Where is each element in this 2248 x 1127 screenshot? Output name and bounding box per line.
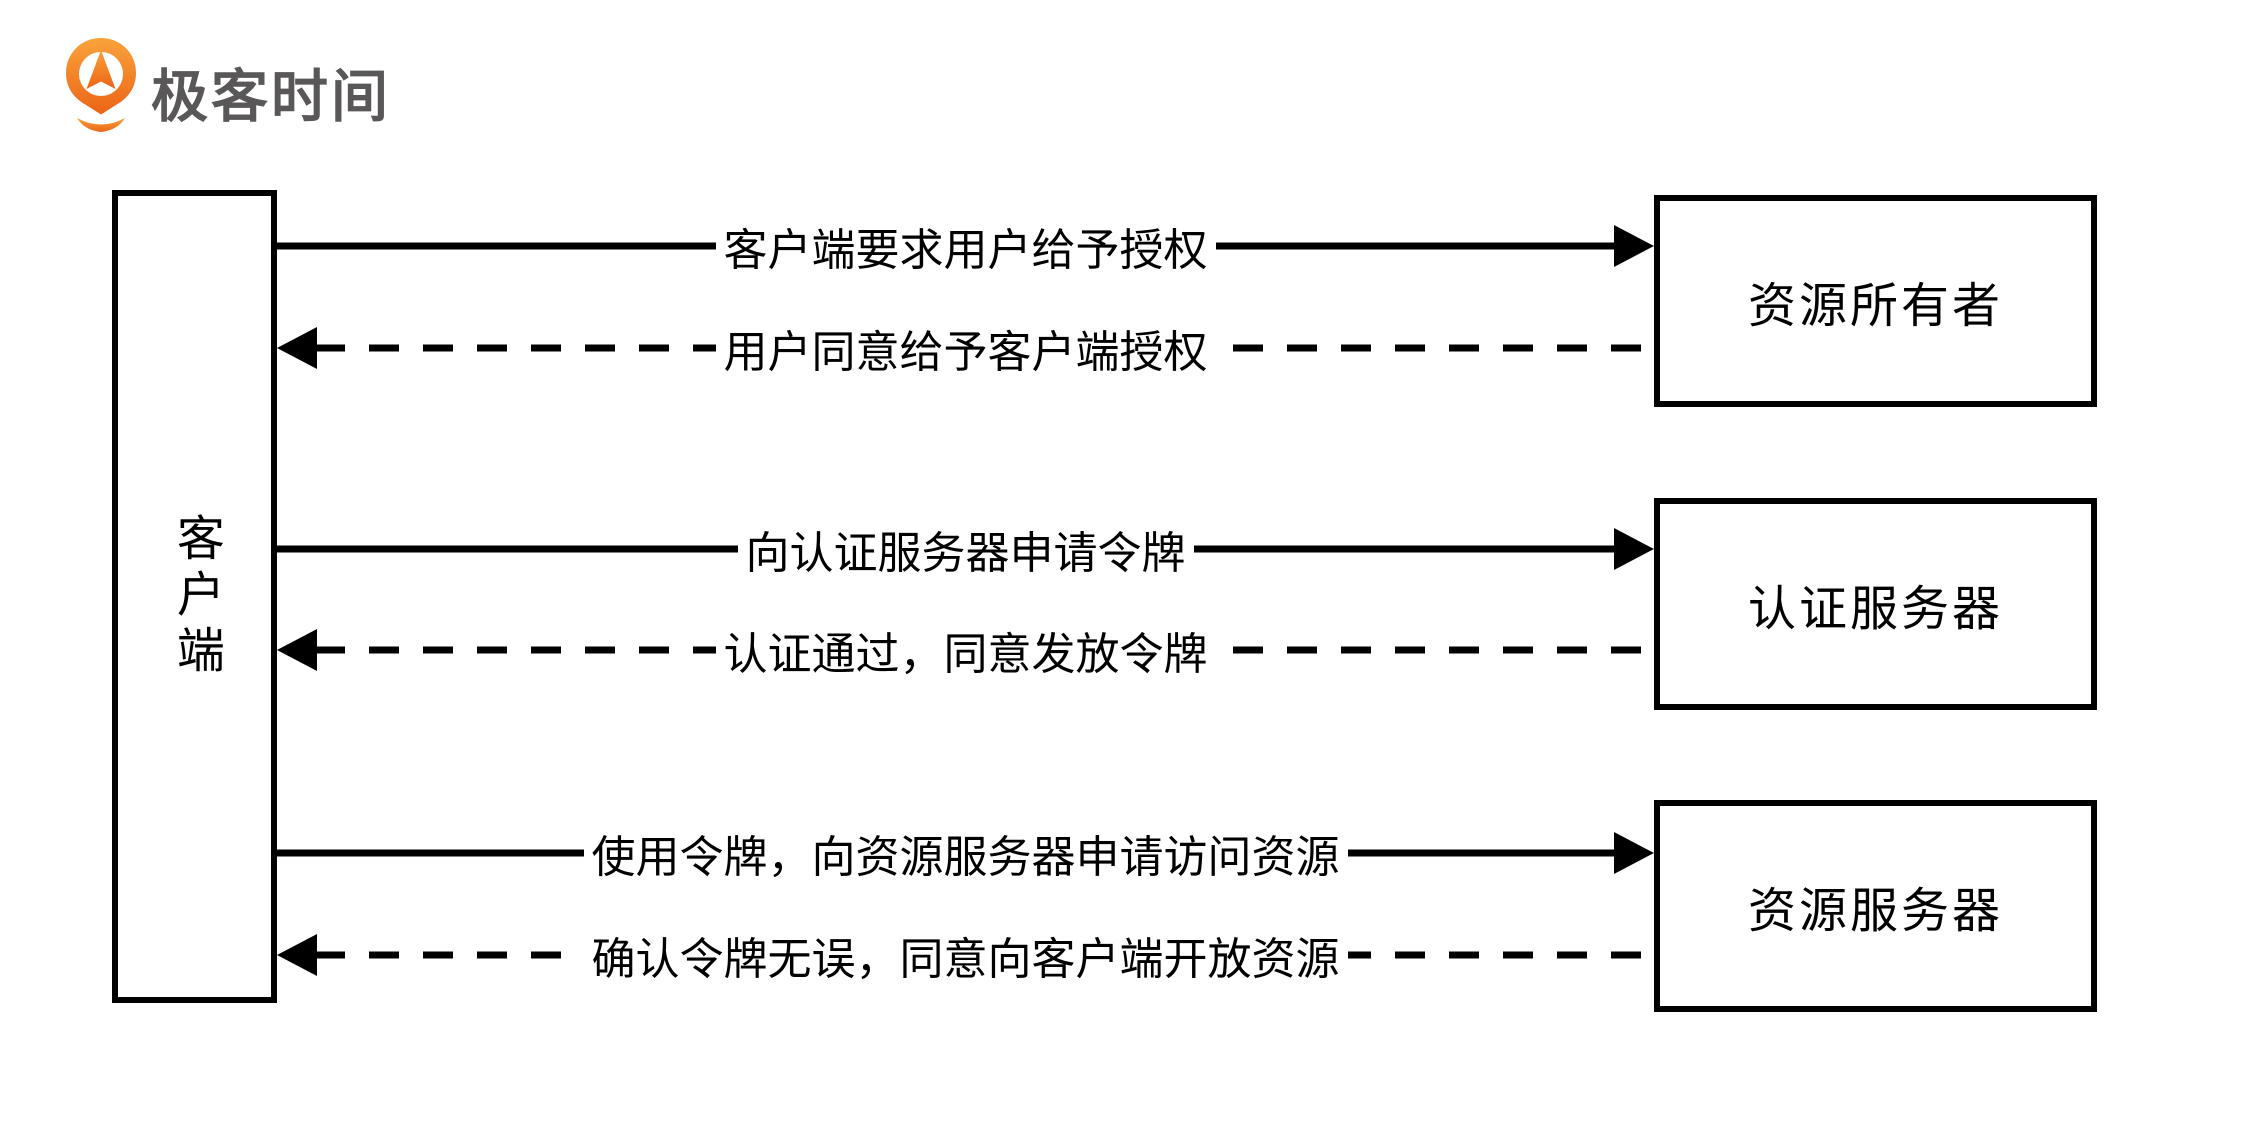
auth-server-label: 认证服务器 (1747, 583, 2003, 636)
client-box-label: 客户端 (168, 512, 222, 681)
resource-server-box: 资源服务器 (1654, 800, 2097, 1012)
arrowhead-left-icon (277, 934, 317, 976)
flow1-request-label: 客户端要求用户给予授权 (715, 214, 1216, 278)
flow2-request-arrow: 向认证服务器申请令牌 (277, 517, 1654, 581)
arrowhead-right-icon (1614, 528, 1654, 570)
brand-name: 极客时间 (151, 64, 391, 129)
flow1-request-arrow: 客户端要求用户给予授权 (277, 214, 1654, 278)
resource-owner-label: 资源所有者 (1747, 280, 2003, 333)
brand-logo: 极客时间 (63, 36, 391, 141)
flow3-response-arrow: 确认令牌无误，同意向客户端开放资源 (277, 923, 1654, 987)
resource-server-label: 资源服务器 (1747, 885, 2003, 938)
flow1-response-label: 用户同意给予客户端授权 (715, 316, 1216, 380)
arrowhead-right-icon (1614, 225, 1654, 267)
arrowhead-left-icon (277, 327, 317, 369)
auth-server-box: 认证服务器 (1654, 498, 2097, 710)
flow2-request-label: 向认证服务器申请令牌 (737, 517, 1194, 581)
flow3-request-arrow: 使用令牌，向资源服务器申请访问资源 (277, 821, 1654, 885)
geektime-pin-icon (63, 36, 139, 141)
arrowhead-left-icon (277, 629, 317, 671)
client-box: 客户端 (112, 190, 277, 1003)
resource-owner-box: 资源所有者 (1654, 195, 2097, 407)
flow3-response-label: 确认令牌无误，同意向客户端开放资源 (583, 923, 1348, 987)
flow2-response-label: 认证通过，同意发放令牌 (715, 618, 1216, 682)
flow2-response-arrow: 认证通过，同意发放令牌 (277, 618, 1654, 682)
arrowhead-right-icon (1614, 832, 1654, 874)
flow1-response-arrow: 用户同意给予客户端授权 (277, 316, 1654, 380)
flow3-request-label: 使用令牌，向资源服务器申请访问资源 (583, 821, 1348, 885)
